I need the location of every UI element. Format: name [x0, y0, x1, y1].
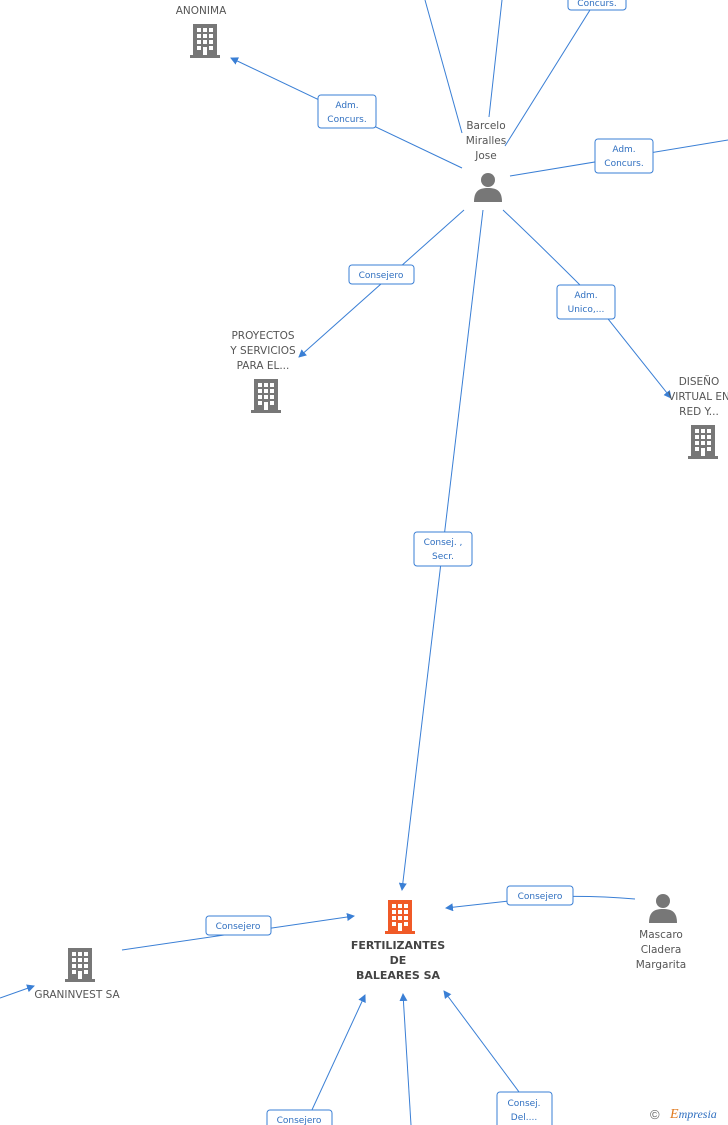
- edge-label-anonima-adm[interactable]: Adm. Concurs.: [317, 94, 377, 129]
- edge-label-text: Consej. ,: [424, 538, 463, 548]
- edge-label-top-concurs[interactable]: Concurs.: [567, 0, 627, 11]
- node-label: Jose: [474, 150, 496, 162]
- building-icon: [385, 900, 415, 934]
- edge-label-bottom-left-consejero[interactable]: Consejero: [266, 1109, 333, 1125]
- edge-top-left-to-barcelo: [424, 0, 463, 134]
- edge-label-text: Concurs.: [604, 159, 643, 169]
- node-label: Y SERVICIOS: [229, 345, 296, 357]
- node-label: DISEÑO: [679, 375, 720, 388]
- node-graninvest[interactable]: GRANINVEST SA: [34, 948, 120, 1001]
- person-icon: [474, 173, 502, 202]
- node-anonima[interactable]: ANONIMA: [176, 5, 227, 58]
- building-icon: [251, 379, 281, 413]
- building-icon: [65, 948, 95, 982]
- node-label: PARA EL...: [237, 360, 290, 372]
- edge-label-bottom-right-consej[interactable]: Consej. Del....: [496, 1091, 553, 1125]
- edge-label-right-adm[interactable]: Adm. Concurs.: [594, 138, 654, 174]
- node-diseno[interactable]: DISEÑO VIRTUAL EN RED Y...: [668, 375, 728, 459]
- edge-label-text: Consej.: [507, 1099, 540, 1109]
- edge-label-text: Del....: [511, 1113, 537, 1123]
- edge-label-text: Consejero: [216, 922, 261, 932]
- node-label: ANONIMA: [176, 5, 227, 17]
- edge-left-to-graninvest: [0, 984, 35, 999]
- edge-label-text: Consejero: [359, 271, 404, 281]
- node-label: BALEARES SA: [356, 969, 441, 982]
- edge-label-text: Adm.: [335, 101, 358, 111]
- brand-rest: mpresia: [679, 1107, 717, 1121]
- node-proyectos[interactable]: PROYECTOS Y SERVICIOS PARA EL...: [229, 330, 296, 413]
- building-icon: [190, 24, 220, 58]
- edge-label-diseno-adm[interactable]: Adm. Unico,...: [556, 284, 616, 320]
- node-label: PROYECTOS: [231, 330, 294, 342]
- node-label: Barcelo: [466, 120, 505, 132]
- edge-label-text: Concurs.: [327, 115, 366, 125]
- node-label: Cladera: [641, 944, 682, 956]
- node-mascaro[interactable]: Mascaro Cladera Margarita: [636, 894, 687, 971]
- edge-label-fert-consej-secr[interactable]: Consej. , Secr.: [413, 531, 473, 567]
- edge-label-text: Unico,...: [568, 305, 605, 315]
- node-label: DE: [390, 954, 407, 967]
- node-label: Mascaro: [639, 929, 683, 941]
- edge-label-mascaro-consejero[interactable]: Consejero: [506, 885, 574, 906]
- edge-label-text: Secr.: [432, 552, 454, 562]
- edge-label-graninvest-consejero[interactable]: Consejero: [205, 915, 272, 936]
- edge-label-text: Consejero: [518, 892, 563, 902]
- node-barcelo[interactable]: Barcelo Miralles Jose: [466, 120, 507, 202]
- node-label: RED Y...: [679, 406, 719, 418]
- person-icon: [649, 894, 677, 923]
- brand-name: Empresia: [669, 1107, 717, 1122]
- edge-label-text: Concurs.: [577, 0, 616, 9]
- copyright-symbol: ©: [650, 1107, 660, 1122]
- brand-first-letter: E: [669, 1107, 679, 1122]
- node-label: GRANINVEST SA: [34, 989, 120, 1001]
- brand-watermark: © Empresia: [650, 1107, 717, 1122]
- edge-label-text: Consejero: [277, 1116, 322, 1125]
- node-label: FERTILIZANTES: [351, 939, 445, 952]
- edge-label-text: Adm.: [574, 291, 597, 301]
- edge-top-mid-to-barcelo: [488, 0, 503, 118]
- edge-bottom-mid-to-fertilizantes: [399, 993, 412, 1125]
- node-label: VIRTUAL EN: [668, 391, 728, 403]
- edge-label-proyectos-consejero[interactable]: Consejero: [348, 264, 415, 285]
- edge-label-text: Adm.: [612, 145, 635, 155]
- node-label: Miralles: [466, 135, 507, 147]
- building-icon: [688, 425, 718, 459]
- node-fertilizantes[interactable]: FERTILIZANTES DE BALEARES SA: [351, 900, 445, 982]
- edge-top-concurs-to-barcelo: [504, 9, 591, 147]
- edge-bottom-right-to-fertilizantes: [443, 990, 526, 1101]
- node-label: Margarita: [636, 959, 687, 971]
- edge-bottom-left-to-fertilizantes: [304, 994, 366, 1125]
